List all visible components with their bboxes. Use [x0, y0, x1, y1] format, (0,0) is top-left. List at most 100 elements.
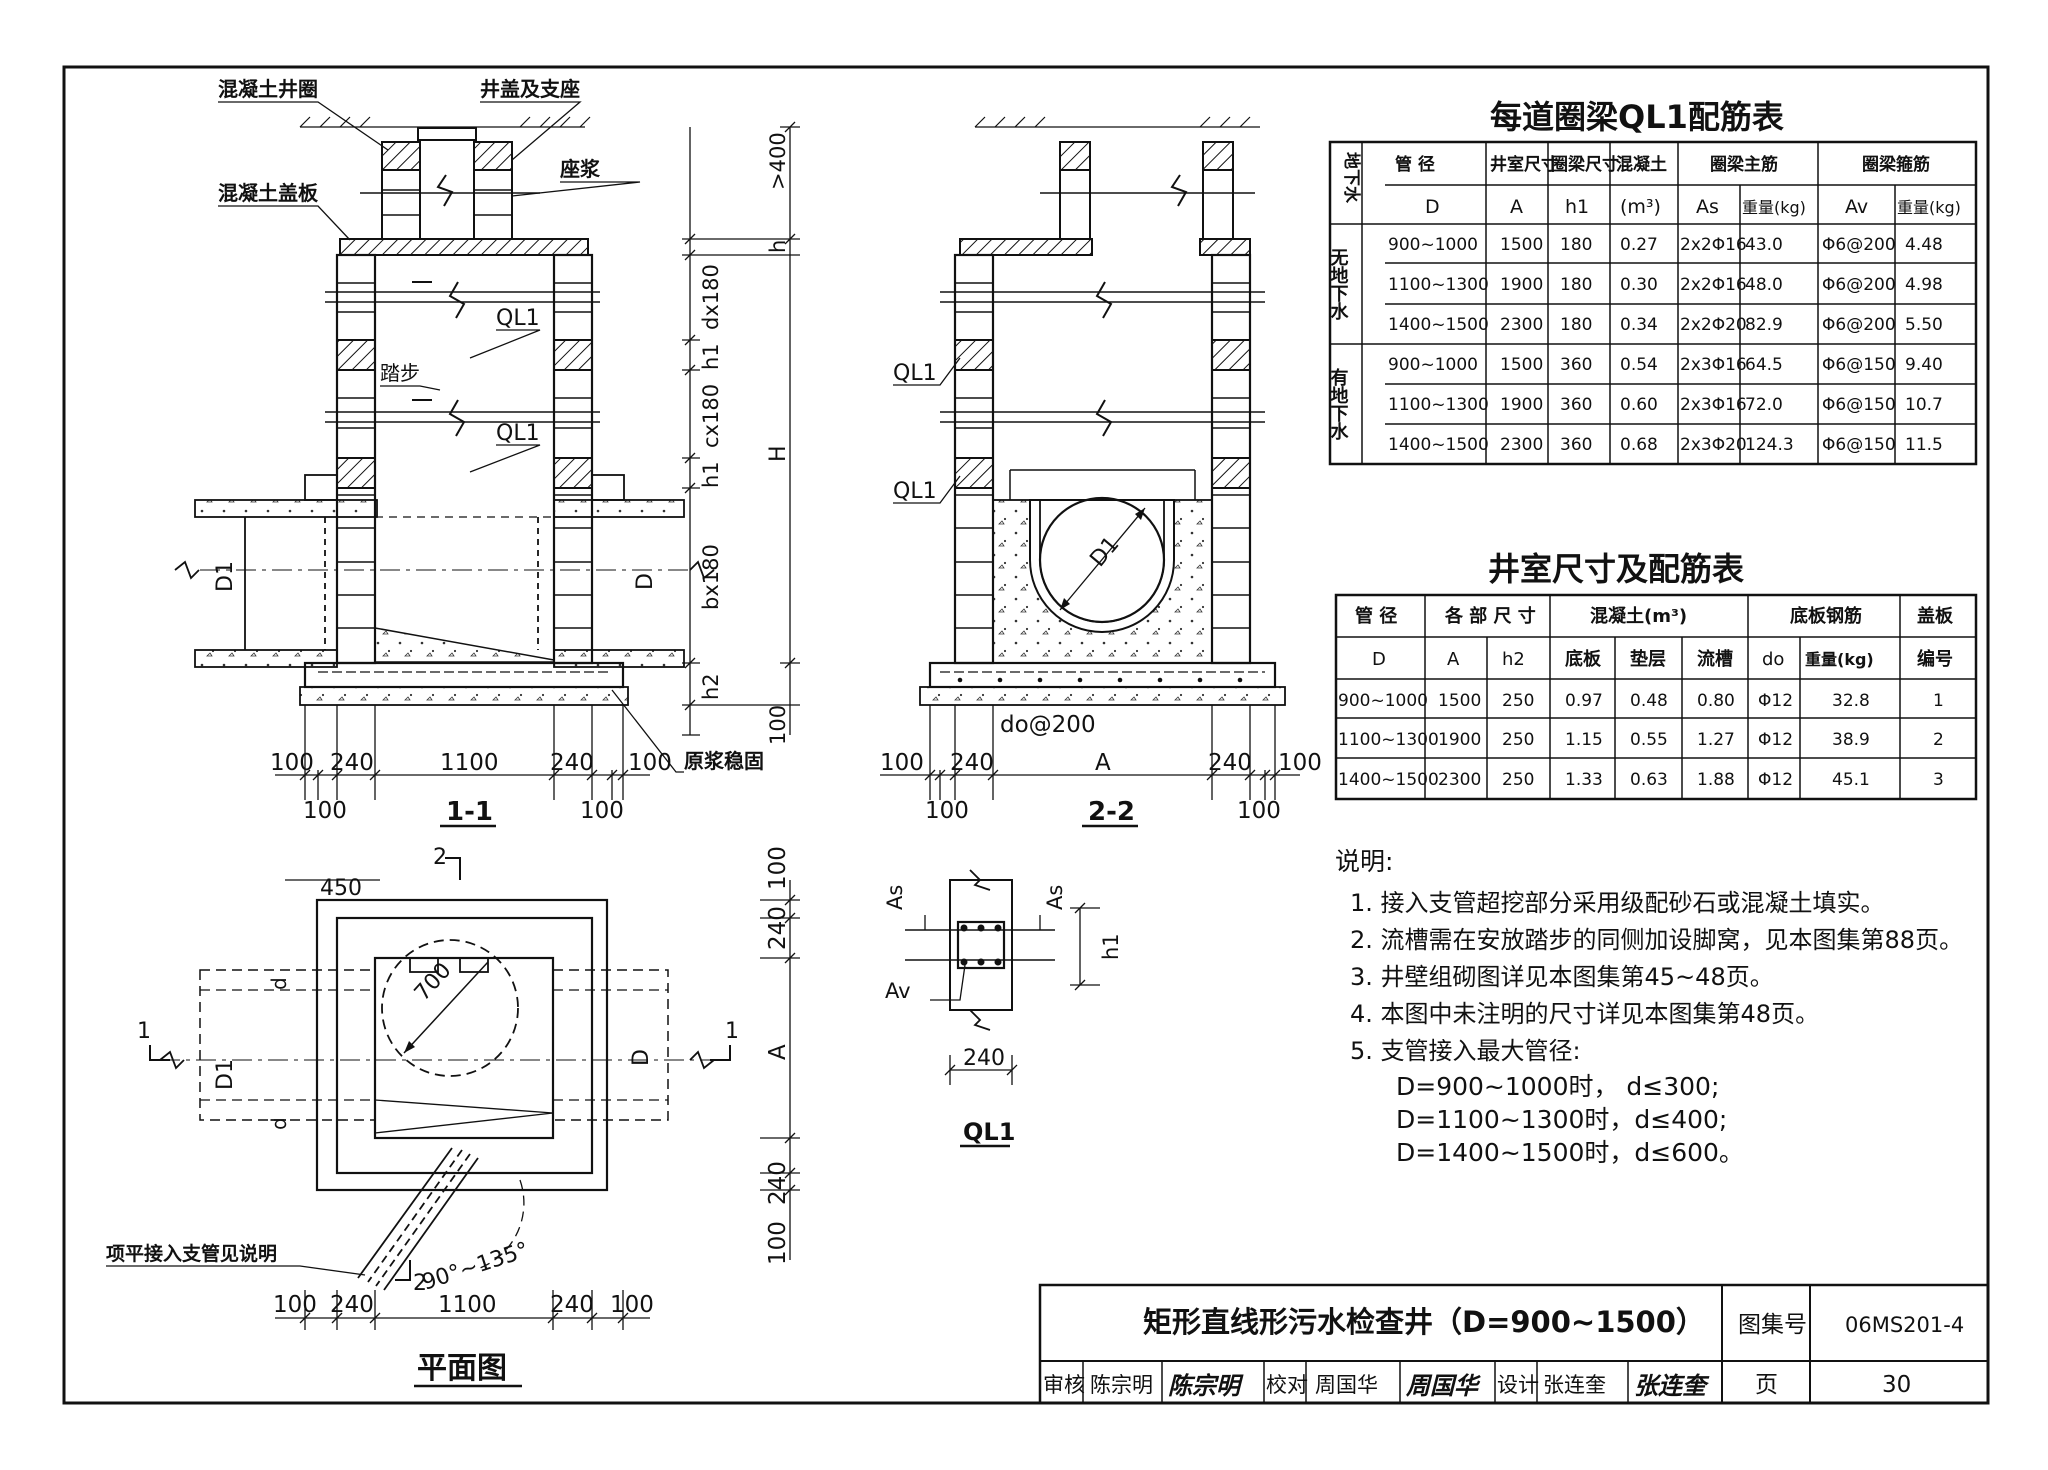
t2-h2-chan: 流槽 — [1697, 648, 1733, 670]
plan-dim-100b: 100 — [765, 1221, 791, 1265]
plan-dim-b240a: 240 — [330, 1292, 374, 1318]
table1-cell: 1400~1500 — [1388, 315, 1489, 335]
section-2-2-labels: QL1 QL1 D1 do@200 — [893, 357, 1124, 738]
t2-h-cover: 盖板 — [1917, 605, 1954, 627]
dim-h1-a: h1 — [699, 343, 723, 370]
table1-cell: 5.50 — [1905, 315, 1943, 335]
table2-cell: 2300 — [1438, 770, 1481, 790]
table1-cell: 2x2Φ20 — [1680, 315, 1747, 335]
table2-cell: 1.88 — [1697, 770, 1735, 790]
t2-h2-wt: 重量(kg) — [1805, 650, 1874, 669]
table1-cell: Φ6@150 — [1822, 435, 1896, 455]
table1-cell: 82.9 — [1745, 315, 1783, 335]
table1-cell: 0.60 — [1620, 395, 1658, 415]
plan-label-d1: D1 — [213, 1059, 238, 1090]
plan-cut-1b: 1 — [725, 1019, 739, 1044]
table1-cell: 2x2Φ16 — [1680, 275, 1747, 295]
table1-cell: 1400~1500 — [1388, 435, 1489, 455]
shaft-dim-table: 井室尺寸及配筋表 管 径 各 部 尺 寸 混凝土(m³) 底板钢筋 盖板 D A — [1334, 550, 1978, 801]
ql1-title: QL1 — [963, 1118, 1015, 1146]
section-1-1-horizontal-dim-labels: 100 240 1100 240 100 100 100 — [270, 750, 672, 824]
t2-h2-h2: h2 — [1502, 649, 1525, 670]
section-2-2-title: 2-2 — [1088, 797, 1135, 827]
table1-cell: 4.98 — [1905, 275, 1943, 295]
table1-cell: 0.54 — [1620, 355, 1658, 375]
table1-cell: 11.5 — [1905, 435, 1943, 455]
plan-dim-240a: 240 — [765, 906, 791, 950]
plan-dim-b1100: 1100 — [438, 1292, 497, 1318]
label-d1: D1 — [213, 561, 238, 592]
tb-atlas-label: 图集号 — [1738, 1312, 1807, 1338]
table2-cell: 250 — [1502, 691, 1534, 711]
tb-checker: 周国华 — [1315, 1373, 1378, 1397]
table1-cell: 1500 — [1500, 355, 1543, 375]
t1-h-main: 圈梁主筋 — [1710, 154, 1778, 175]
table1-cell: 10.7 — [1905, 395, 1943, 415]
t1-h2-wt2: 重量(kg) — [1897, 198, 1961, 217]
label-700: 700 — [410, 958, 457, 1006]
t2-h2-do: do — [1762, 649, 1784, 670]
ql1-label-av: Av — [885, 979, 911, 1003]
plan-label-d-small-b: d — [267, 1117, 291, 1130]
table1-cell: 1900 — [1500, 395, 1543, 415]
dim-h: h — [766, 240, 790, 253]
title-block: 矩形直线形污水检查井（D=900~1500） 图集号 06MS201-4 页 3… — [1038, 1283, 1990, 1405]
table2-cell: 1500 — [1438, 691, 1481, 711]
table1-cell: 4.48 — [1905, 235, 1943, 255]
t1-h2-a: A — [1510, 196, 1523, 218]
table1-cell: Φ6@200 — [1822, 235, 1896, 255]
t1-h-water: 地下水 — [1341, 152, 1362, 204]
plan-dim-labels: 100 240 A 240 100 100 240 1100 240 100 — [273, 846, 791, 1318]
dim-s22-100c: 100 — [925, 798, 969, 824]
table1-cell: 0.27 — [1620, 235, 1658, 255]
dim-s22-100d: 100 — [1237, 798, 1281, 824]
note-1: 1. 接入支管超挖部分采用级配砂石或混凝土填实。 — [1350, 889, 1885, 917]
t2-h2-pad: 垫层 — [1630, 648, 1666, 670]
plan-dims — [275, 879, 800, 1330]
dim-bx180: bx180 — [699, 544, 723, 610]
t1-h2-d: D — [1425, 196, 1440, 218]
plan-dim-b100a: 100 — [273, 1292, 317, 1318]
t2-h-dims: 各 部 尺 寸 — [1444, 605, 1536, 627]
table1-cell: 360 — [1560, 395, 1592, 415]
table2-cell: 1.27 — [1697, 730, 1735, 750]
section-2-2 — [919, 116, 1286, 706]
dim-s11-100a: 100 — [270, 750, 314, 776]
note-5: 5. 支管接入最大管径: — [1350, 1037, 1581, 1065]
table1-cell: Φ6@150 — [1822, 355, 1896, 375]
table1-cell: 1100~1300 — [1388, 275, 1489, 295]
tb-design-label: 设计 — [1497, 1373, 1539, 1397]
table1-cell: 2300 — [1500, 315, 1543, 335]
ql1-rebar-table: 每道圈梁QL1配筋表 地下水 管 径 井室尺寸 圈梁尺寸 混凝土 圈梁主筋 — [1328, 98, 1978, 466]
tb-title: 矩形直线形污水检查井（D=900~1500） — [1143, 1305, 1705, 1339]
tb-page-no: 30 — [1882, 1372, 1911, 1398]
t2-h-rebar: 底板钢筋 — [1790, 605, 1862, 627]
dim-h1-b: h1 — [699, 461, 723, 488]
t2-h-conc: 混凝土(m³) — [1590, 605, 1687, 627]
table2-cell: 1.33 — [1565, 770, 1603, 790]
tb-checker-sig: 周国华 — [1405, 1372, 1481, 1400]
dim-s11-100c: 100 — [303, 798, 347, 824]
dim-dx180: dx180 — [699, 264, 723, 330]
table2-cell: 0.63 — [1630, 770, 1668, 790]
dim-s11-240b: 240 — [550, 750, 594, 776]
section-1-1-title: 1-1 — [446, 797, 493, 827]
label-angle: 90°~135° — [419, 1238, 532, 1296]
table2-cell: Φ12 — [1758, 730, 1793, 750]
section-1-1-horizontal-dims — [275, 705, 650, 800]
table1-cell: 360 — [1560, 355, 1592, 375]
table1-cell: 72.0 — [1745, 395, 1783, 415]
plan-dim-b100b: 100 — [610, 1292, 654, 1318]
table1-cell: Φ6@150 — [1822, 395, 1896, 415]
plan-dim-b240b: 240 — [550, 1292, 594, 1318]
table2-cell: 0.97 — [1565, 691, 1603, 711]
table1-cell: 180 — [1560, 275, 1592, 295]
plan-dim-100a: 100 — [765, 846, 791, 890]
table2-cell: Φ12 — [1758, 691, 1793, 711]
note-4: 4. 本图中未注明的尺寸详见本图集第48页。 — [1350, 1000, 1819, 1028]
plan-title: 平面图 — [417, 1351, 507, 1386]
t1-group-yes: 有地下水 — [1328, 367, 1349, 440]
label-step: 踏步 — [380, 361, 420, 385]
table1-cell: 0.68 — [1620, 435, 1658, 455]
t1-h-stirrup: 圈梁箍筋 — [1862, 154, 1930, 175]
